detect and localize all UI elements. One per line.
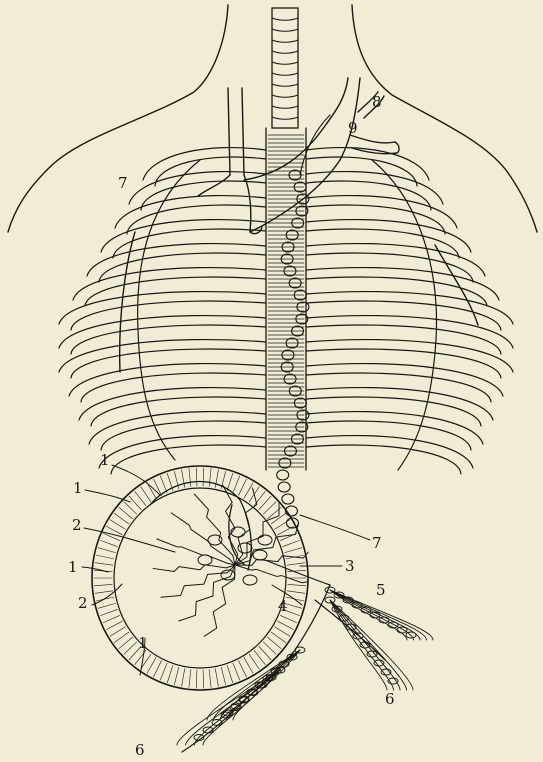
label-1-bottom: 1 (138, 634, 148, 652)
label-6-right: 6 (385, 690, 395, 708)
label-9: 9 (348, 119, 358, 137)
label-1-second: 1 (73, 479, 83, 497)
label-2-lower: 2 (78, 594, 88, 612)
label-1-left: 1 (68, 558, 78, 576)
label-7-upper: 7 (118, 174, 128, 192)
label-8: 8 (372, 93, 382, 111)
label-7-lower: 7 (372, 534, 382, 552)
label-5: 5 (376, 581, 386, 599)
label-6-left: 6 (135, 741, 145, 759)
label-2-upper: 2 (72, 516, 82, 534)
label-1-upper: 1 (100, 451, 110, 469)
label-3: 3 (345, 557, 355, 575)
label-4: 4 (278, 597, 288, 615)
